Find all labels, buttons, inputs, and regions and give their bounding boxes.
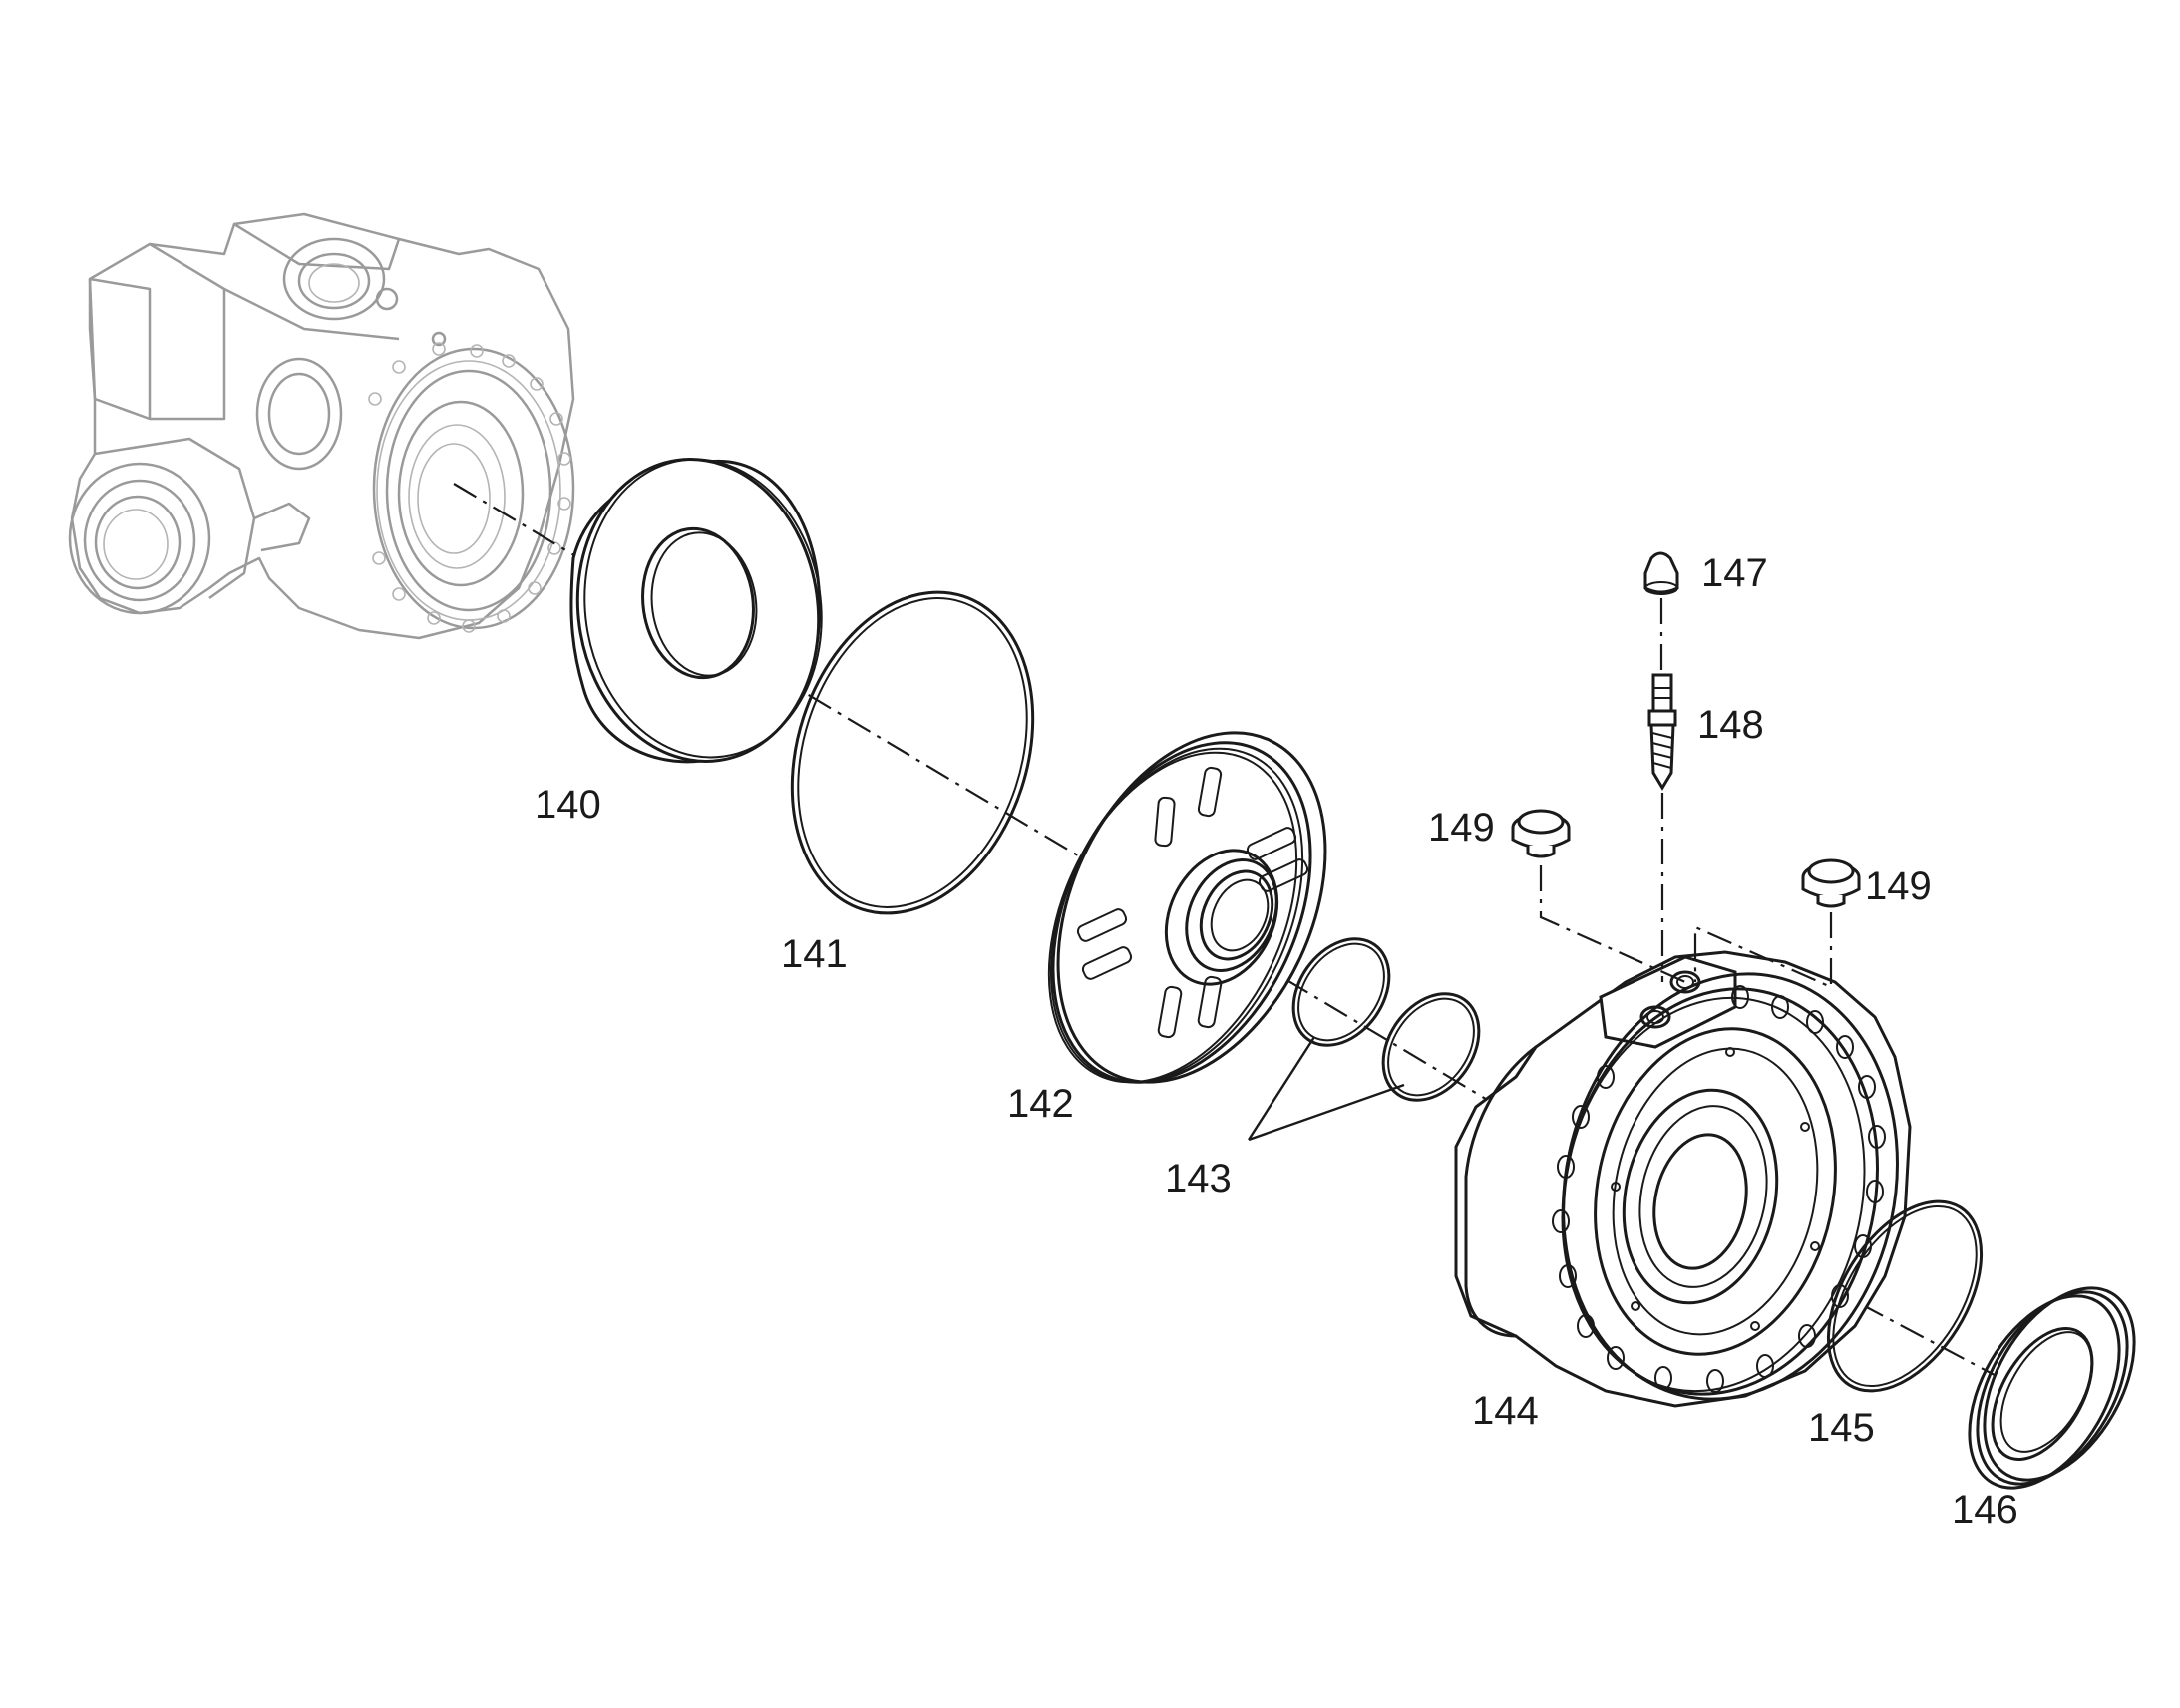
callout-labels: 140 141 142 143 144 145 146 147 148 149 … <box>535 551 2018 1532</box>
part-146-shaft-seal <box>1968 1286 2136 1490</box>
callout-148: 148 <box>1697 703 1764 747</box>
part-143-small-o-rings <box>1291 937 1481 1102</box>
callout-147: 147 <box>1701 551 1768 595</box>
callout-145: 145 <box>1808 1406 1875 1450</box>
callout-143: 143 <box>1165 1157 1232 1200</box>
part-141-large-o-ring <box>790 590 1035 915</box>
part-142-distributor-plate <box>1047 731 1327 1084</box>
part-149-plug-left <box>1511 809 1571 858</box>
part-148-bleed-screw <box>1647 673 1677 791</box>
callout-149-right: 149 <box>1865 864 1932 908</box>
part-147-148-axis <box>1659 598 1664 982</box>
callout-146: 146 <box>1952 1488 2018 1532</box>
part-140-thrust-washer <box>569 458 823 764</box>
callout-144: 144 <box>1472 1389 1539 1433</box>
part-149-axes <box>1539 865 1833 989</box>
part-144-valve-housing <box>1454 950 1912 1408</box>
callout-149-left: 149 <box>1428 806 1495 850</box>
part-147-cap <box>1643 551 1679 595</box>
part-149-plug-right <box>1801 858 1861 908</box>
callout-142: 142 <box>1007 1082 1074 1126</box>
leader-143 <box>1247 1036 1405 1142</box>
ghosted-axle-housing <box>68 212 575 640</box>
part-145-o-ring <box>1826 1199 1984 1393</box>
callout-141: 141 <box>781 932 848 976</box>
callout-140: 140 <box>535 783 601 827</box>
